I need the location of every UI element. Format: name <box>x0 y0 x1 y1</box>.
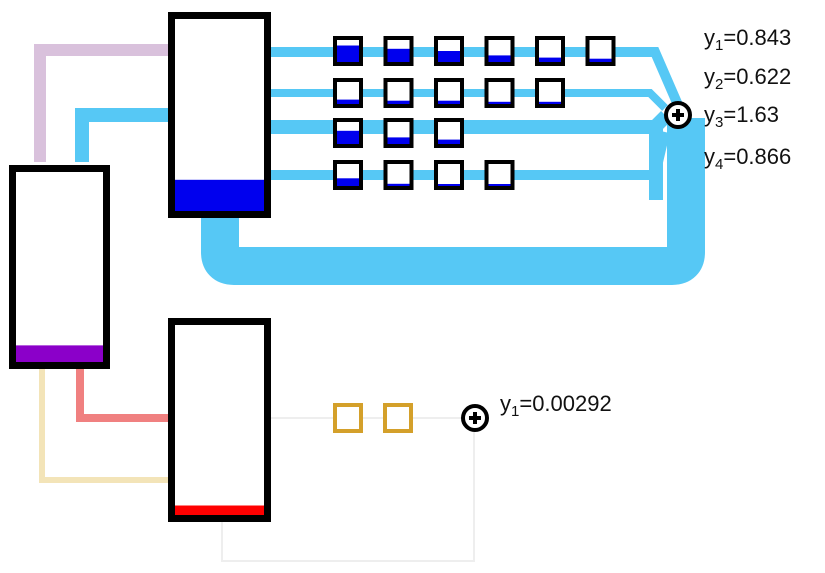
label-sub: 1 <box>715 37 724 54</box>
output-square-r2-c5 <box>535 78 565 108</box>
link-left-to-top-lilac <box>34 44 170 162</box>
link-left-to-top-blue <box>75 108 170 162</box>
output-square-r1-c4 <box>484 36 515 66</box>
square-fill <box>488 55 511 62</box>
label-var: y <box>704 25 715 50</box>
output-label-bottom-1: y1=0.00292 <box>500 391 612 420</box>
container-bottom <box>168 318 271 522</box>
square-frame <box>484 160 515 190</box>
square-fill <box>337 99 359 104</box>
square-fill <box>438 100 460 104</box>
output-square-r3-c1 <box>333 118 363 148</box>
link-row-2 <box>268 89 668 111</box>
square-fill <box>387 137 410 144</box>
output-square-r4-c2 <box>383 160 414 190</box>
link-left-to-bottom-salmon <box>76 365 170 422</box>
link-row-4 <box>268 130 670 180</box>
container-top <box>168 12 271 218</box>
output-square-r1-c3 <box>434 36 464 66</box>
square-fill <box>589 58 612 62</box>
output-square-r4-c1 <box>333 160 363 190</box>
label-var: y <box>704 64 715 89</box>
output-square-r4-c4 <box>484 160 515 190</box>
circled-plus-icon <box>664 101 692 129</box>
label-var: y <box>500 391 511 416</box>
output-square-r1-c5 <box>535 36 565 66</box>
label-var: y <box>704 102 715 127</box>
output-square-r2-c2 <box>383 78 414 108</box>
square-frame <box>535 78 565 108</box>
square-frame <box>484 78 515 108</box>
square-fill <box>488 101 511 104</box>
square-fill <box>387 48 410 62</box>
output-square-r1-c6 <box>585 36 616 66</box>
square-frame <box>434 160 464 190</box>
label-sub: 2 <box>715 76 724 93</box>
square-frame <box>383 160 414 190</box>
output-label-top-1: y1=0.843 <box>704 25 792 54</box>
output-square-r4-c3 <box>434 160 464 190</box>
square-fill <box>337 130 359 144</box>
link-row-3 <box>268 111 671 134</box>
output-square-bottom-c1 <box>333 403 363 433</box>
link-row-1 <box>268 47 683 107</box>
container-frame-bottom <box>168 318 271 522</box>
output-square-r3-c2 <box>383 118 414 148</box>
link-left-to-bottom-beige <box>39 365 170 483</box>
container-left <box>9 165 110 369</box>
output-square-r1-c2 <box>383 36 414 66</box>
square-fill <box>539 57 561 62</box>
label-value: =0.622 <box>723 64 792 89</box>
container-fill-bottom <box>175 505 264 515</box>
label-value: =0.00292 <box>519 391 612 416</box>
container-fill-left <box>16 345 103 362</box>
output-square-r3-c3 <box>434 118 464 148</box>
square-fill <box>488 184 511 186</box>
output-square-r2-c1 <box>333 78 363 108</box>
label-value: =1.63 <box>723 102 780 127</box>
containers <box>9 12 271 522</box>
container-frame-top <box>168 12 271 218</box>
square-frame <box>383 403 413 433</box>
label-value: =0.843 <box>723 25 792 50</box>
container-body <box>168 318 271 522</box>
square-fill <box>337 178 359 186</box>
square-fill <box>337 45 359 62</box>
circled-plus-icon <box>461 404 489 432</box>
label-value: =0.866 <box>723 144 792 169</box>
label-sub: 3 <box>715 114 724 131</box>
square-fill <box>539 101 561 104</box>
container-fill-top <box>175 179 264 211</box>
label-sub: 4 <box>715 156 724 173</box>
output-label-top-2: y2=0.622 <box>704 64 792 93</box>
label-sub: 1 <box>511 403 520 420</box>
link-feedback-loop <box>201 118 705 285</box>
output-label-top-3: y3=1.63 <box>704 102 780 131</box>
sum-nodes <box>461 101 692 432</box>
container-frame-left <box>9 165 110 369</box>
output-squares <box>333 36 616 433</box>
output-label-top-4: y4=0.866 <box>704 144 792 173</box>
output-square-r2-c3 <box>434 78 464 108</box>
square-fill <box>438 51 460 62</box>
container-body <box>9 165 110 369</box>
output-square-r1-c1 <box>333 36 363 66</box>
output-square-bottom-c2 <box>383 403 413 433</box>
square-fill <box>387 100 410 104</box>
label-var: y <box>704 144 715 169</box>
square-frame <box>333 403 363 433</box>
square-fill <box>387 183 410 186</box>
square-fill <box>438 139 460 144</box>
output-square-r2-c4 <box>484 78 515 108</box>
square-fill <box>438 184 460 186</box>
